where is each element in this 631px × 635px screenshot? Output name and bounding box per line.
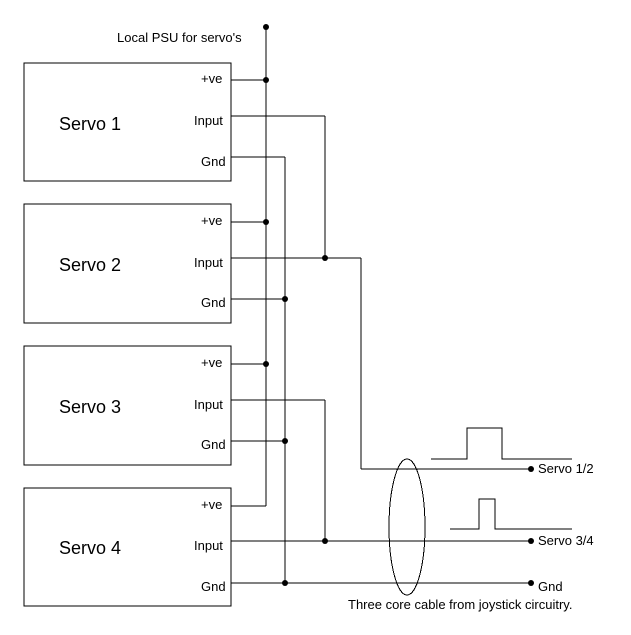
servo-12-output-terminal [528, 466, 534, 472]
servo-2-box [23, 203, 232, 324]
servo-3-name: Servo 3 [59, 397, 121, 417]
psu-label: Local PSU for servo's [117, 30, 242, 45]
servo-1-input-label: Input [194, 113, 223, 128]
servo-2-gnd-junction [282, 296, 288, 302]
servo-3-gnd-junction [282, 438, 288, 444]
servo-34-output-label: Servo 3/4 [538, 533, 594, 548]
servo-3-pos-junction [263, 361, 269, 367]
gnd-output-terminal [528, 580, 534, 586]
servo-4-input-label: Input [194, 538, 223, 553]
servo-1-block: Servo 1 +ve Input Gnd [23, 62, 232, 182]
servo-2-input-label: Input [194, 255, 223, 270]
servo-1-pos-junction [263, 77, 269, 83]
servo-2-pos-junction [263, 219, 269, 225]
servo-2-name: Servo 2 [59, 255, 121, 275]
servo-4-gnd-label: Gnd [201, 579, 226, 594]
servo-2-pos-label: +ve [201, 213, 222, 228]
servo-3-box [23, 345, 232, 466]
servo-4-box [23, 487, 232, 607]
servo-34-output-terminal [528, 538, 534, 544]
servo-12-pulse-waveform [431, 427, 572, 460]
servo-34-input-junction [322, 538, 328, 544]
servo-34-pulse-waveform [450, 498, 572, 530]
servo-4-name: Servo 4 [59, 538, 121, 558]
servo-3-gnd-label: Gnd [201, 437, 226, 452]
servo-1-box [23, 62, 232, 182]
servo-4-block: Servo 4 +ve Input Gnd [23, 487, 232, 607]
cable-bundle-ellipse [388, 458, 426, 596]
servo-4-gnd-junction [282, 580, 288, 586]
servo-1-name: Servo 1 [59, 114, 121, 134]
servo-3-block: Servo 3 +ve Input Gnd [23, 345, 232, 466]
servo-1-gnd-label: Gnd [201, 154, 226, 169]
servo-3-pos-label: +ve [201, 355, 222, 370]
gnd-output-label: Gnd [538, 579, 563, 594]
servo-12-input-junction [322, 255, 328, 261]
servo-2-gnd-label: Gnd [201, 295, 226, 310]
servo-1-pos-label: +ve [201, 71, 222, 86]
servo-4-pos-label: +ve [201, 497, 222, 512]
psu-terminal-dot [263, 24, 269, 30]
cable-caption: Three core cable from joystick circuitry… [348, 597, 572, 612]
servo-12-output-label: Servo 1/2 [538, 461, 594, 476]
servo-3-input-label: Input [194, 397, 223, 412]
servo-2-block: Servo 2 +ve Input Gnd [23, 203, 232, 324]
